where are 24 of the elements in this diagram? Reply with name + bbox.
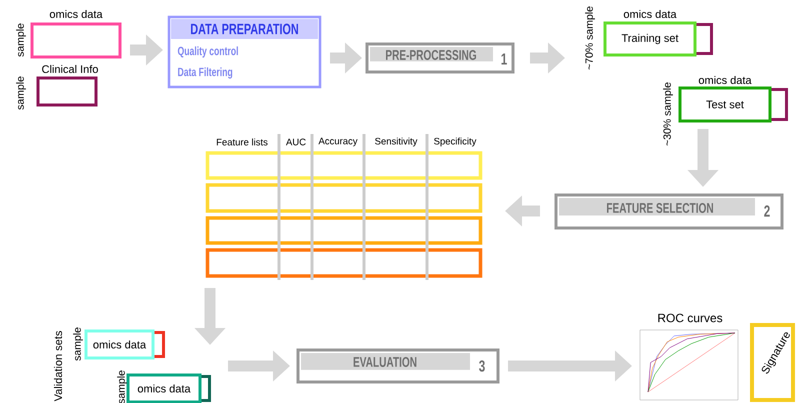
column-header: Specificity (432, 136, 478, 148)
column-header: Accuracy (317, 136, 359, 148)
process-box: PRE-PROCESSING 1 (366, 42, 514, 74)
box-heading: Clinical Info (42, 64, 98, 74)
axis-label: ~70% sample (585, 6, 595, 70)
column-header: Feature lists (215, 138, 269, 146)
axis-label: ~30% sample (663, 82, 673, 146)
axis-label: sample (16, 24, 26, 57)
axis-label: sample (16, 76, 26, 110)
data-box: Training set (604, 22, 713, 56)
box-heading: omics data (624, 10, 677, 18)
process-box: EVALUATION 3 (296, 348, 500, 384)
axis-label: Validation sets (54, 331, 62, 402)
process-box: DATA PREPARATION Quality control Data Filtering (168, 16, 322, 88)
process-box: FEATURE SELECTION 2 (554, 194, 784, 230)
column-header: AUC (284, 138, 308, 146)
data-box: Test set (678, 86, 788, 122)
column-header: Sensitivity (374, 136, 418, 148)
data-box: omics data (126, 374, 211, 403)
box-heading: omics data (698, 76, 752, 84)
axis-label: sample (73, 328, 83, 361)
plot-title: ROC curves (658, 314, 722, 322)
box-heading: omics data (50, 10, 103, 18)
data-box: omics data (84, 330, 165, 360)
